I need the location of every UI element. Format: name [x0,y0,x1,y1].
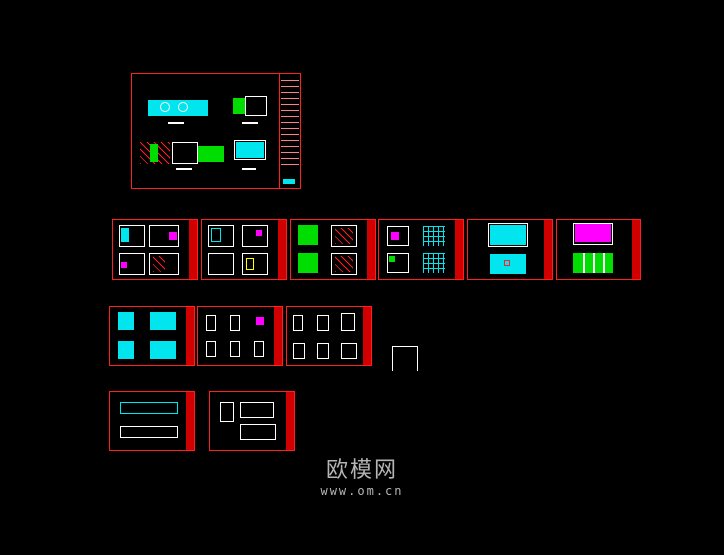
fill-block [575,224,611,242]
view-frame [149,253,179,275]
title-block [455,220,463,279]
watermark-url: www.om.cn [320,484,404,498]
title-block [189,220,197,279]
view-frame [211,228,221,242]
fill-block [298,225,318,245]
title-block [286,392,294,450]
section-view [172,142,198,164]
fill-block [335,228,353,244]
view-frame [230,315,240,331]
view-frame [119,253,145,275]
view-frame [208,225,234,247]
view-frame [120,426,178,438]
fill-block [118,341,134,359]
elevation-view [233,98,245,114]
sheet-row1-6[interactable] [556,219,641,280]
view-frame [488,223,528,247]
view-frame [149,225,179,247]
detail-view [236,142,264,158]
detail-view [234,140,266,160]
view-caption [242,122,258,124]
view-frame [206,341,216,357]
view-frame [331,225,357,247]
view-frame [242,253,268,275]
view-frame [254,341,264,357]
fill-block [256,230,262,236]
watermark: 欧模网 www.om.cn [306,452,418,498]
view-frame [603,253,605,273]
view-frame [293,343,305,359]
title-block [186,392,194,450]
section-view [150,144,158,162]
view-caption [168,122,184,124]
view-frame [240,424,276,440]
view-frame [230,341,240,357]
view-frame [206,315,216,331]
logo-icon [283,179,295,184]
title-block [186,307,194,365]
section-view [198,146,224,162]
title-block [279,74,300,188]
cover-sheet[interactable] [131,73,301,189]
title-block [363,307,371,365]
title-block [278,220,286,279]
view-frame [119,225,145,247]
fill-block [150,312,176,330]
tile-grid [423,226,445,246]
tile-grid [423,253,445,273]
view-frame [242,225,268,247]
elevation-view [245,96,267,116]
view-frame [341,313,355,331]
view-frame [593,253,595,273]
sheet-row1-1[interactable] [112,219,198,280]
view-caption [242,168,256,170]
fill-block [298,253,318,273]
sheet-row1-4[interactable] [378,219,464,280]
fill-block [150,341,176,359]
fill-block [256,317,264,325]
title-block [274,307,282,365]
fill-block [121,228,129,242]
plan-fixtures [178,102,188,112]
fill-block [389,256,395,262]
view-frame [583,253,585,273]
fill-block [391,232,399,240]
fill-block [490,254,526,274]
title-block [544,220,552,279]
fill-block [490,225,526,245]
sheet-row2-2[interactable] [197,306,283,366]
view-frame [246,258,254,270]
fill-block [153,256,165,272]
title-block [367,220,375,279]
selection-cursor [392,346,418,371]
view-caption [176,168,192,170]
view-frame [341,343,357,359]
view-frame [504,260,510,266]
view-frame [331,253,357,275]
sheet-row3-2[interactable] [209,391,295,451]
view-frame [317,343,329,359]
fill-block [169,232,177,240]
sheet-row2-3[interactable] [286,306,372,366]
fill-block [121,262,127,268]
view-frame [387,253,409,273]
sheet-row1-2[interactable] [201,219,287,280]
view-frame [387,226,409,246]
view-frame [120,402,178,414]
sheet-row1-3[interactable] [290,219,376,280]
view-frame [573,223,613,245]
view-frame [317,315,329,331]
view-frame [220,402,234,422]
plan-fixtures [160,102,170,112]
view-frame [240,402,274,418]
sheet-row2-1[interactable] [109,306,195,366]
sheet-row1-5[interactable] [467,219,553,280]
sheet-row3-1[interactable] [109,391,195,451]
fill-block [335,256,353,272]
title-block [632,220,640,279]
fill-block [118,312,134,330]
watermark-title: 欧模网 [325,458,398,483]
view-frame [293,315,303,331]
view-frame [208,253,234,275]
